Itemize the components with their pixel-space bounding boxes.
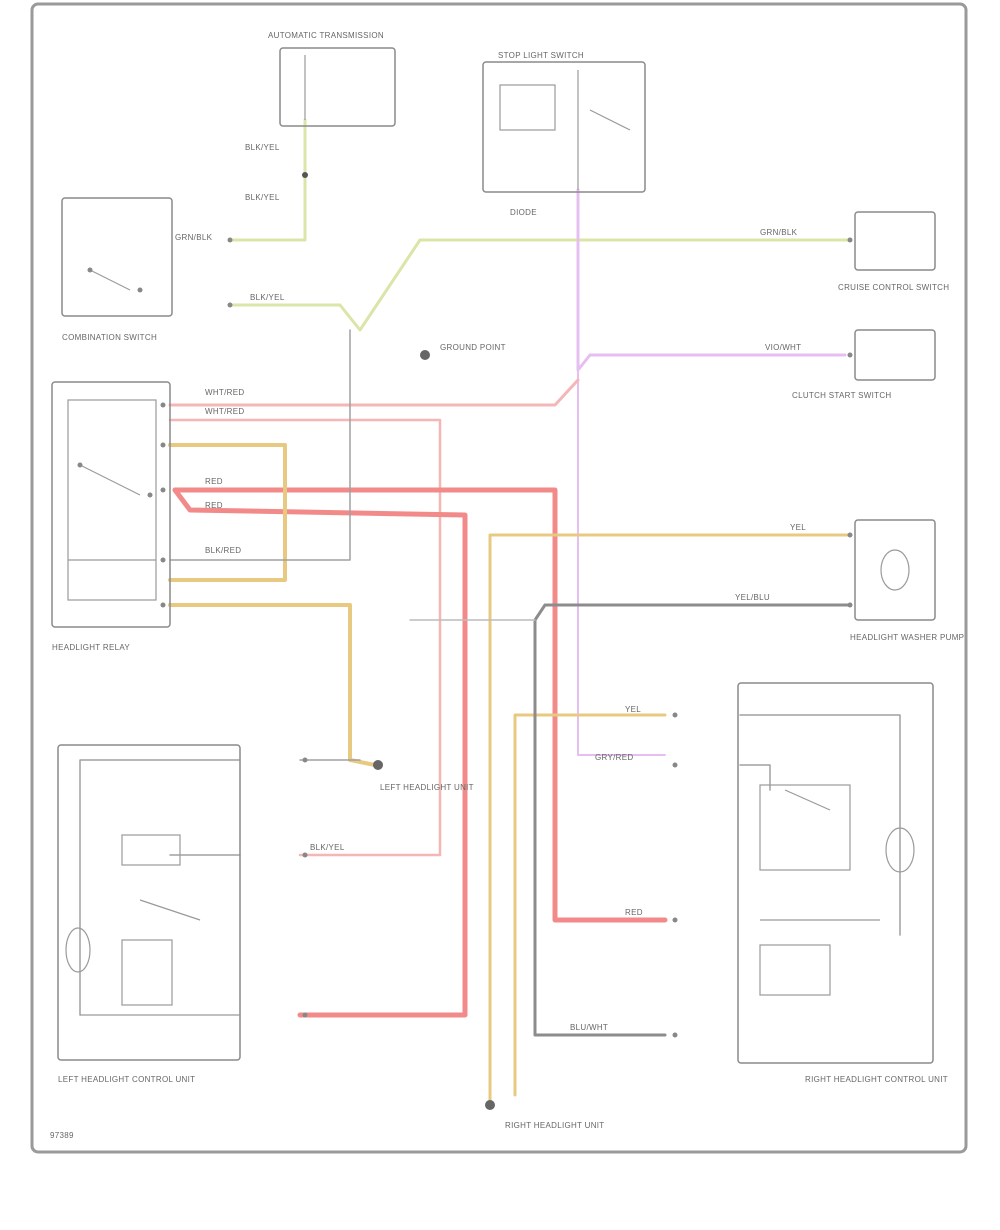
wire-label-7: RED (205, 477, 223, 486)
wire-labels: BLK/YEL BLK/YEL GRN/BLK BLK/YEL WHT/RED … (175, 143, 806, 1032)
figure-id: 97389 (50, 1131, 74, 1140)
wire-label-6: WHT/RED (205, 407, 244, 416)
ground-point-2 (373, 760, 383, 770)
wire-label-15: BLK/YEL (310, 843, 345, 852)
auto-trans-connector: AUTOMATIC TRANSMISSION (268, 31, 396, 178)
ground-point-label-1: GROUND POINT (440, 343, 506, 352)
wire-label-1: BLK/YEL (245, 143, 280, 152)
diode-label: DIODE (510, 208, 537, 217)
right-control-unit-label: RIGHT HEADLIGHT CONTROL UNIT (805, 1075, 948, 1084)
combination-switch: COMBINATION SWITCH (61, 197, 173, 342)
wire-label-9: BLK/RED (205, 546, 241, 555)
headlight-relay-label: HEADLIGHT RELAY (52, 643, 130, 652)
ground-point-label-2: LEFT HEADLIGHT UNIT (380, 783, 474, 792)
wire-yellow-2 (168, 603, 377, 767)
left-headlight-control-unit: LEFT HEADLIGHT CONTROL UNIT (57, 744, 241, 1084)
wire-red-1 (172, 487, 668, 923)
wire-label-11: YEL (790, 523, 806, 532)
auto-trans-label: AUTOMATIC TRANSMISSION (268, 31, 384, 40)
wire-red-2 (172, 487, 468, 1018)
wire-gray-8 (739, 764, 771, 791)
wire-yellow-green-2 (228, 238, 852, 332)
cruise-control-unit: CRUISE CONTROL SWITCH (838, 211, 949, 292)
wire-yellow-3 (488, 533, 852, 1102)
connector-terminals (160, 237, 853, 1038)
wire-gray-1 (533, 603, 852, 1037)
wire-label-16: VIO/WHT (765, 343, 801, 352)
wire-label-14: YEL (625, 705, 641, 714)
headlight-washer-pump: HEADLIGHT WASHER PUMP (850, 519, 964, 642)
clutch-start-unit: CLUTCH START SWITCH (792, 329, 936, 400)
wire-yellow-4 (513, 713, 667, 1097)
wire-label-5: WHT/RED (205, 388, 244, 397)
wire-yellow-1 (168, 443, 287, 582)
wire-gray-4 (79, 759, 241, 1016)
headlight-relay: HEADLIGHT RELAY (51, 381, 171, 652)
wire-violet (576, 188, 847, 372)
ground-points: GROUND POINT LEFT HEADLIGHT UNIT RIGHT H… (373, 343, 605, 1130)
diagram-frame (30, 2, 968, 1154)
wire-pink-1 (168, 378, 580, 407)
wire-label-10: GRN/BLK (760, 228, 798, 237)
stop-light-switch-block: STOP LIGHT SWITCH DIODE (482, 51, 646, 217)
wire-label-17: RED (625, 908, 643, 917)
wire-gray-7 (739, 714, 901, 936)
wire-label-12: YEL/BLU (735, 593, 770, 602)
wire-violet-2 (577, 369, 666, 756)
stop-light-switch-label: STOP LIGHT SWITCH (498, 51, 584, 60)
wire-label-3: GRN/BLK (175, 233, 213, 242)
wire-label-2: BLK/YEL (245, 193, 280, 202)
wire-label-13: GRY/RED (595, 753, 633, 762)
right-headlight-control-unit: RIGHT HEADLIGHT CONTROL UNIT (737, 682, 948, 1084)
clutch-start-label: CLUTCH START SWITCH (792, 391, 891, 400)
wire-yellow-green-1 (228, 118, 307, 242)
wires (79, 118, 901, 1102)
ground-point-label-3: RIGHT HEADLIGHT UNIT (505, 1121, 605, 1130)
ground-point-3 (485, 1100, 495, 1110)
headlight-washer-label: HEADLIGHT WASHER PUMP (850, 633, 964, 642)
cruise-control-label: CRUISE CONTROL SWITCH (838, 283, 949, 292)
wire-gray-3 (169, 329, 351, 561)
wire-label-18: BLU/WHT (570, 1023, 608, 1032)
ground-point-1 (420, 350, 430, 360)
left-control-unit-label: LEFT HEADLIGHT CONTROL UNIT (58, 1075, 195, 1084)
wire-pink-2 (168, 418, 442, 857)
wire-label-4: BLK/YEL (250, 293, 285, 302)
combination-switch-label: COMBINATION SWITCH (62, 333, 157, 342)
wire-label-8: RED (205, 501, 223, 510)
